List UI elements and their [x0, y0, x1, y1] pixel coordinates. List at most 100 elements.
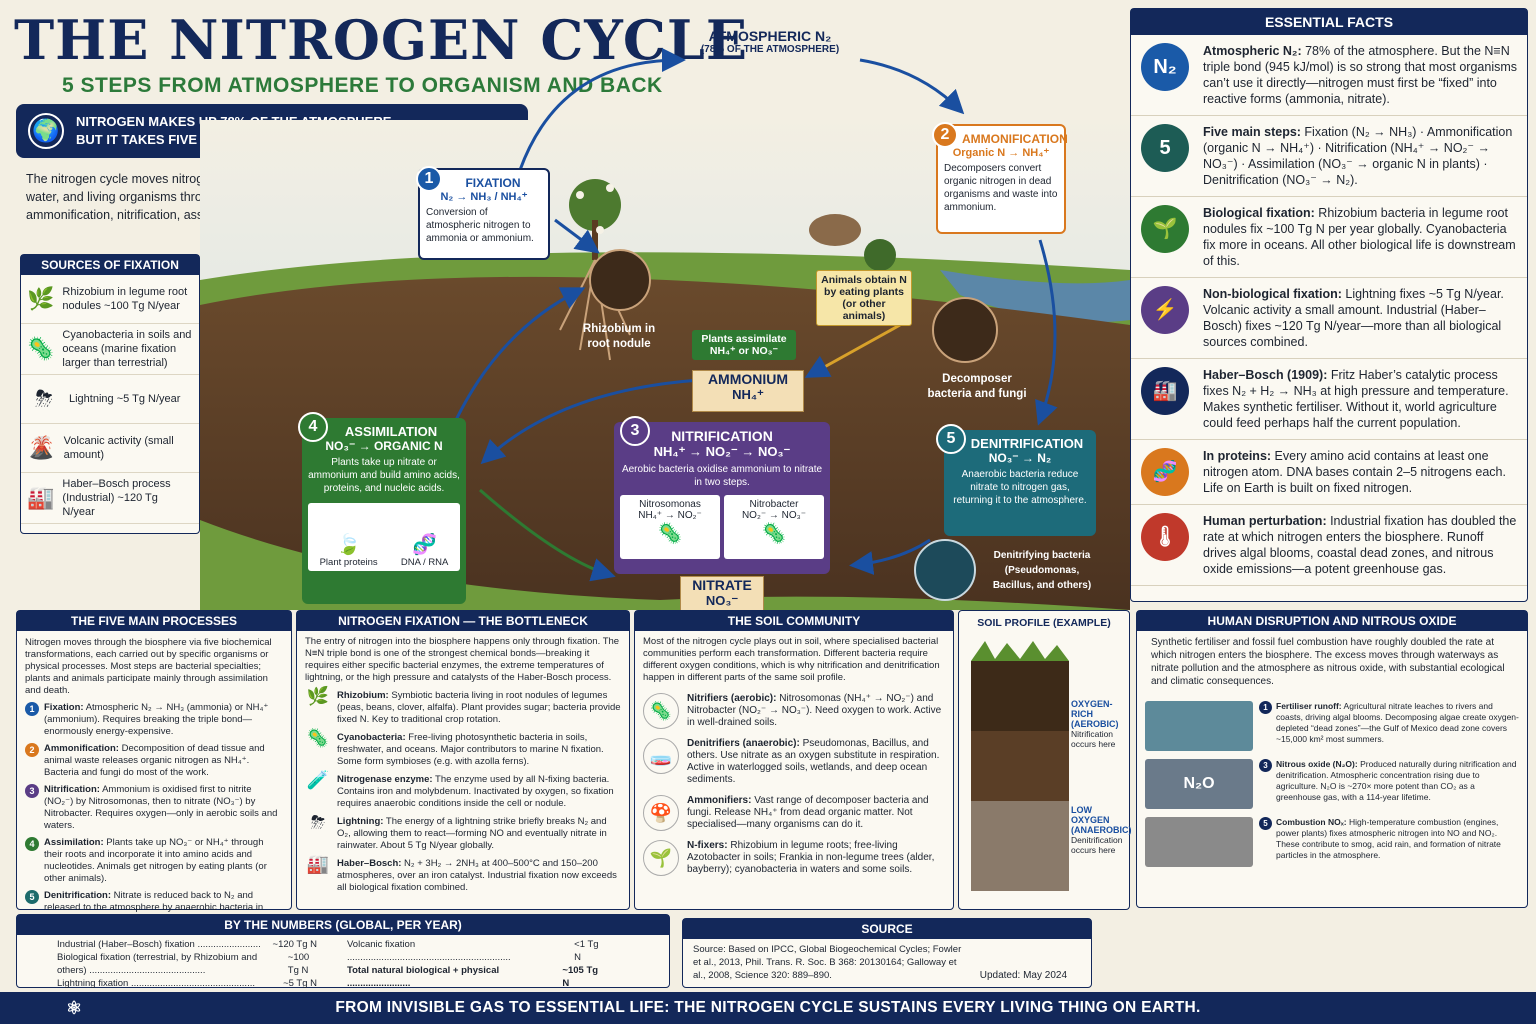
number-row: Volcanic fixation ......................… — [347, 939, 599, 963]
step-number-badge: 4 — [25, 837, 39, 851]
assimilation-box: 4 ASSIMILATION NO₃⁻ → ORGANIC N Plants t… — [298, 412, 466, 604]
soil-profile-illustration — [971, 641, 1069, 891]
bottleneck-item: 🧪Nitrogenase enzyme: The enzyme used by … — [306, 770, 614, 809]
plants-assimilate-label: Plants assimilate NH₄⁺ or NO₃⁻ — [692, 330, 796, 360]
lightning-icon: ⛈ — [35, 386, 53, 411]
denitrifier-bacteria-icon: 🧫 — [643, 738, 679, 774]
source-text: Cyanobacteria in soils and oceans (marin… — [62, 329, 192, 369]
nitrifier-bacteria-icon: 🦠 — [643, 693, 679, 729]
n-fixer-icon: 🌱 — [643, 840, 679, 876]
source-text: Rhizobium in legume root nodules ~100 Tg… — [62, 286, 188, 312]
lightning-icon: ⛈ — [310, 812, 326, 832]
sources-panel: SOURCES OF FIXATION 🌿Rhizobium in legume… — [20, 254, 200, 534]
bottleneck-panel: NITROGEN FIXATION — THE BOTTLENECK The e… — [296, 610, 630, 910]
denitrifying-bacteria-label: Denitrifying bacteria (Pseudomonas, Baci… — [992, 550, 1092, 591]
fact-item: 🌱Biological fixation: Rhizobium bacteria… — [1131, 197, 1527, 278]
step-1-badge: 1 — [416, 166, 442, 192]
ammonification-box: 2 AMMONIFICATION Organic N → NH₄⁺ Decomp… — [932, 122, 1068, 234]
source-text: Volcanic activity (small amount) — [63, 435, 174, 461]
impact-image — [1145, 701, 1253, 751]
denitrifier-circle — [914, 539, 976, 601]
factory-icon: 🏭 — [1141, 367, 1189, 415]
number-row: Biological fixation (terrestrial, by Rhi… — [57, 952, 310, 976]
source-item: 🏭 Haber–Bosch process (Industrial) ~120 T… — [21, 473, 199, 524]
rabbit — [809, 214, 861, 246]
five-processes-panel: THE FIVE MAIN PROCESSES Nitrogen moves t… — [16, 610, 292, 925]
cyanobacteria-icon: 🦠 — [27, 336, 55, 361]
decomposers-label: Decomposer bacteria and fungi — [927, 373, 1027, 400]
fixation-box: 1 FIXATION N₂ → NH₃ / NH₄⁺ Conversion of… — [416, 166, 550, 260]
impact-image: N₂O — [1145, 759, 1253, 809]
soil-organism-item: 🦠Nitrifiers (aerobic): Nitrosomonas (NH₄… — [643, 693, 945, 729]
plant-root-icon: 🌱 — [1141, 205, 1189, 253]
fact-item: 🏭Haber–Bosch (1909): Fritz Haber’s catal… — [1131, 359, 1527, 440]
page-title: THE NITROGEN CYCLE — [14, 8, 749, 72]
dna-icon: 🧬 — [1141, 448, 1189, 496]
soil-profile-panel: SOIL PROFILE (EXAMPLE) OXYGEN-RICH (AERO… — [958, 610, 1132, 910]
source-item: 🦠 Cyanobacteria in soils and oceans (mari… — [21, 324, 199, 375]
number-row: Industrial (Haber–Bosch) fixation ......… — [57, 939, 317, 950]
bottleneck-item: 🦠Cyanobacteria: Free-living photosynthet… — [306, 728, 604, 767]
fact-item: 🌡Human perturbation: Industrial fixation… — [1131, 505, 1527, 586]
page-subtitle: 5 STEPS FROM ATMOSPHERE TO ORGANISM AND … — [62, 74, 663, 97]
impact-image — [1145, 817, 1253, 867]
step-number-badge: 1 — [25, 702, 39, 716]
root-icon: 🌿 — [306, 686, 330, 706]
source-item: ⛈ Lightning ~5 Tg N/year — [21, 375, 199, 424]
n2-icon: N₂ — [1141, 43, 1189, 91]
soil-community-panel: THE SOIL COMMUNITY Most of the nitrogen … — [634, 610, 954, 910]
animals-label: Animals obtain N by eating plants (or ot… — [816, 270, 912, 326]
bottleneck-item: ⛈Lightning: The energy of a lightning st… — [305, 812, 621, 852]
atom-icon: ⚛ — [66, 997, 83, 1018]
bottleneck-item: 🌿Rhizobium: Symbiotic bacteria living in… — [306, 686, 621, 725]
factory-icon: 🏭 — [27, 485, 55, 510]
mushroom-icon: 🍄 — [643, 795, 679, 831]
step-number-badge: 2 — [25, 743, 39, 757]
cyanobacteria-icon: 🦠 — [306, 728, 330, 748]
number-row: Total natural biological + physical ....… — [347, 965, 599, 989]
soil-organism-item: 🌱N-fixers: Rhizobium in legume roots; fr… — [643, 840, 945, 876]
volcano-icon: 🌋 — [27, 435, 56, 460]
source-text: Lightning ~5 Tg N/year — [69, 393, 181, 405]
root-nodules-icon: 🌿 — [27, 286, 55, 311]
source-text: Haber–Bosch process (Industrial) ~120 Tg… — [62, 478, 171, 518]
fact-item: 🧬In proteins: Every amino acid contains … — [1131, 440, 1527, 505]
source-panel: SOURCE Source: Based on IPCC, Global Bio… — [682, 918, 1092, 988]
thermometer-icon: 🌡 — [1141, 513, 1189, 561]
number-row: Lightning fixation .....................… — [57, 978, 317, 989]
source-item: 🌋 Volcanic activity (small amount) — [21, 424, 199, 473]
lightning-bolt-icon: ⚡ — [1141, 286, 1189, 334]
five-icon: 5 — [1141, 124, 1189, 172]
soil-organism-item: 🍄Ammonifiers: Vast range of decomposer b… — [643, 795, 945, 831]
denitrification-box: 5 DENITRIFICATION NO₃⁻ → N₂ Anaerobic ba… — [936, 424, 1096, 536]
step-number-badge: 3 — [25, 784, 39, 798]
footer-banner: ⚛ FROM INVISIBLE GAS TO ESSENTIAL LIFE: … — [0, 992, 1536, 1024]
fact-item: ⚡Non-biological fixation: Lightning fixe… — [1131, 278, 1527, 359]
bottleneck-item: 🏭Haber–Bosch: N₂ + 3H₂ → 2NH₃ at 400–500… — [306, 854, 617, 893]
soil-organism-item: 🧫Denitrifiers (anaerobic): Pseudomonas, … — [643, 738, 945, 786]
source-item: 🌿 Rhizobium in legume root nodules ~100 T… — [21, 275, 199, 324]
factory-icon: 🏭 — [306, 854, 330, 874]
numbers-panel: BY THE NUMBERS (GLOBAL, PER YEAR) Indust… — [16, 914, 670, 1024]
enzyme-icon: 🧪 — [306, 770, 330, 790]
decomposer-circle — [932, 297, 998, 363]
nitrification-box: 3 NITRIFICATION NH₄⁺ → NO₂⁻ → NO₃⁻ Aerob… — [614, 416, 830, 574]
rhizobium-circle — [589, 249, 651, 311]
atmospheric-n2-label: ATMOSPHERIC N₂ (78% OF THE ATMOSPHERE) — [700, 28, 840, 55]
human-disruption-panel: HUMAN DISRUPTION AND NITROUS OXIDE Synth… — [1136, 610, 1528, 908]
rhizobium-label: Rhizobium in root nodule — [582, 323, 656, 350]
step-number-badge: 5 — [25, 890, 39, 904]
